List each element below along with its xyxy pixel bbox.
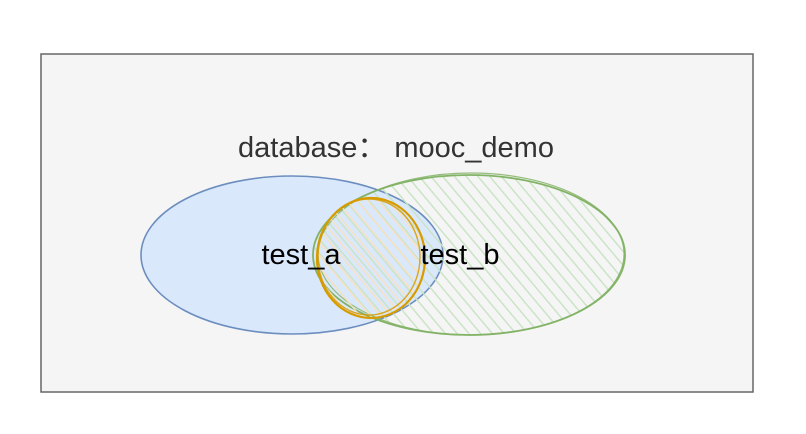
set-a-label: test_a bbox=[262, 239, 342, 271]
database-title: database： mooc_demo bbox=[238, 132, 554, 164]
set-b-label: test_b bbox=[421, 239, 500, 271]
intersection-region bbox=[315, 196, 427, 320]
